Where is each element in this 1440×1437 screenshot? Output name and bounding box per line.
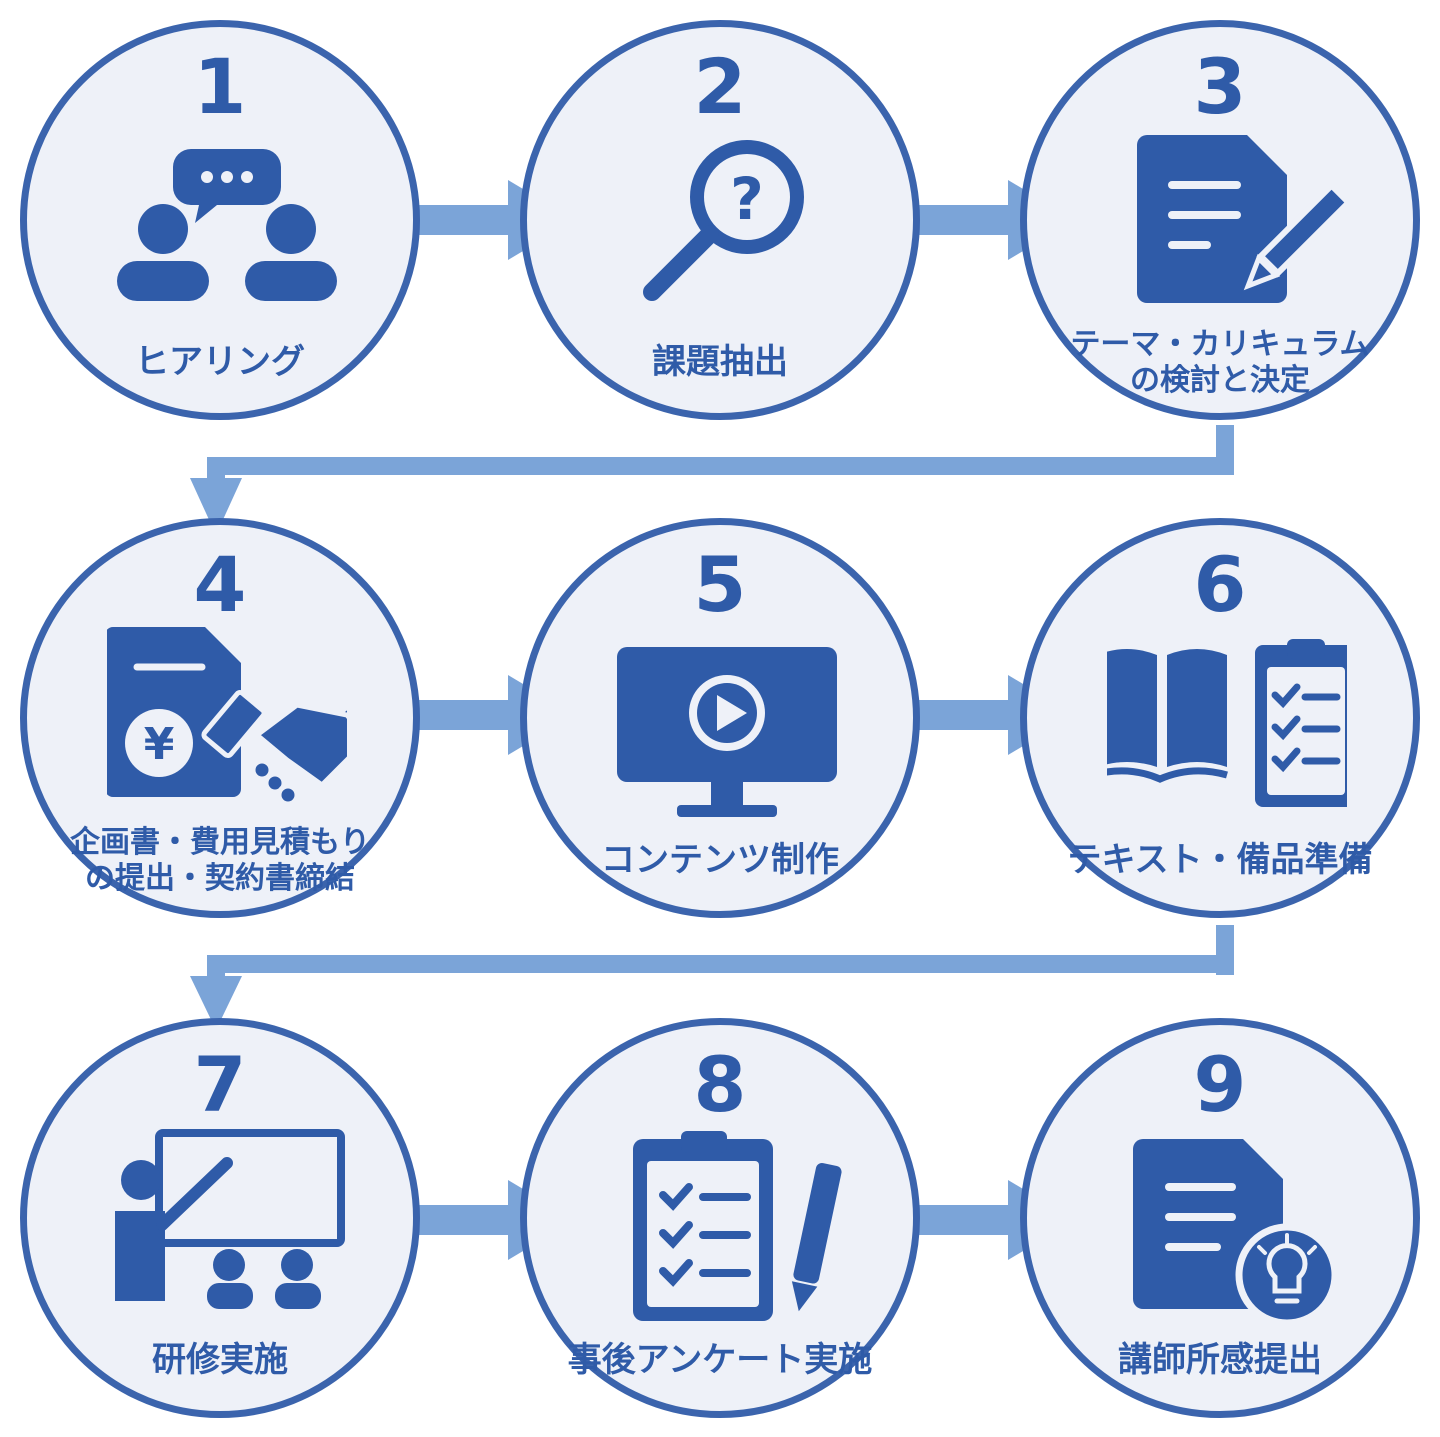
conversation-icon [117,149,337,301]
video-monitor-icon [617,647,837,817]
label-line: 事後アンケート実施 [567,1340,873,1380]
step-number: 2 [693,42,747,131]
svg-text:?: ? [730,165,764,233]
label-line: ヒアリング [135,342,305,382]
book-checklist-icon [1107,639,1347,807]
step-label: コンテンツ制作 [539,840,901,880]
step-label: ヒアリング [39,342,401,382]
step-number: 5 [693,540,747,629]
step-7: 7 研修実施 [20,1018,420,1418]
step-label: テーマ・カリキュラム の検討と決定 [1039,327,1401,399]
step-8: 8 事後アンケート実施 [520,1018,920,1418]
survey-clipboard-icon [633,1131,842,1321]
label-line: 研修実施 [152,1340,288,1380]
step-4: 4 ¥ 企画書・費用見積もり の提出・契約書締結 [20,518,420,918]
step-label: 事後アンケート実施 [539,1340,901,1380]
step-label: 課題抽出 [539,342,901,382]
label-line: 講師所感提出 [1118,1340,1322,1380]
step-label: テキスト・備品準備 [1039,840,1401,880]
step-number: 8 [693,1040,747,1129]
step-number: 7 [193,1040,247,1129]
step-number: 1 [193,42,247,131]
arrow-6-to-7 [190,925,1234,1030]
step-6: 6 テキスト・備品準備 [1020,518,1420,918]
step-label: 企画書・費用見積もり の提出・契約書締結 [39,825,401,897]
document-idea-icon [1133,1139,1339,1327]
step-label: 研修実施 [39,1340,401,1380]
step-number: 6 [1193,540,1247,629]
presentation-icon [115,1129,345,1309]
svg-text:¥: ¥ [144,719,175,770]
label-line: の提出・契約書締結 [85,861,355,896]
arrow-3-to-4 [190,425,1234,535]
step-label: 講師所感提出 [1039,1340,1401,1380]
step-number: 3 [1193,42,1247,131]
document-pencil-icon [1137,135,1347,303]
label-line: 課題抽出 [652,342,788,382]
label-line: 企画書・費用見積もり [70,825,370,860]
step-9: 9 講師所感提出 [1020,1018,1420,1418]
yen-document-handshake-icon: ¥ [107,627,347,807]
magnifier-question-icon: ? [643,140,804,301]
label-line: テーマ・カリキュラム [1070,327,1370,362]
step-3: 3 テーマ・カリキュラム の検討と決定 [1020,20,1420,420]
label-line: テキスト・備品準備 [1067,840,1373,880]
label-line: の検討と決定 [1130,363,1310,398]
step-number: 9 [1193,1040,1247,1129]
step-2: 2 ? 課題抽出 [520,20,920,420]
step-1: 1 ヒアリング [20,20,420,420]
step-5: 5 コンテンツ制作 [520,518,920,918]
label-line: コンテンツ制作 [601,840,839,880]
step-number: 4 [193,540,247,629]
